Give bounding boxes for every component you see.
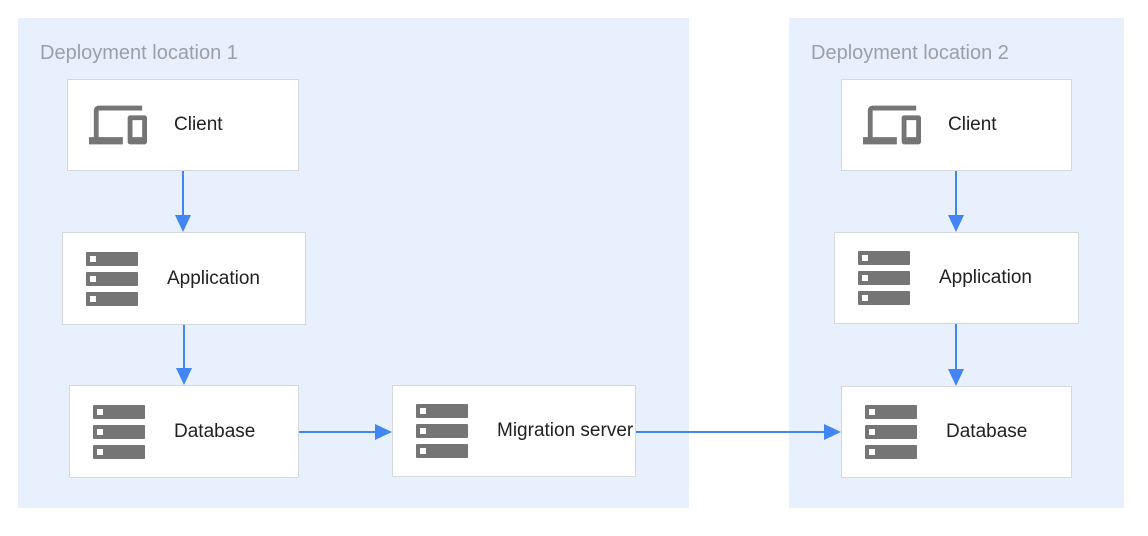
node-application-2: Application bbox=[834, 232, 1079, 324]
arrow-application2-to-database2 bbox=[948, 324, 964, 386]
node-migration-server: Migration server bbox=[392, 385, 636, 477]
deployment-location-1-label: Deployment location 1 bbox=[40, 42, 238, 64]
arrow-migration-server-to-database2 bbox=[636, 424, 841, 440]
server-stack-icon bbox=[863, 405, 919, 459]
node-label: Application bbox=[167, 267, 260, 289]
arrowhead-right-icon bbox=[375, 424, 392, 440]
devices-icon bbox=[89, 96, 147, 154]
arrow-application1-to-database1 bbox=[176, 325, 192, 385]
node-label: Client bbox=[948, 114, 997, 136]
deployment-location-2-label: Deployment location 2 bbox=[811, 42, 1009, 64]
server-stack-icon bbox=[91, 404, 147, 459]
node-label: Database bbox=[946, 421, 1028, 443]
server-stack-icon bbox=[84, 251, 140, 306]
node-database-1: Database bbox=[69, 385, 299, 478]
devices-icon bbox=[863, 96, 921, 154]
arrow-shaft bbox=[955, 324, 957, 370]
arrow-shaft bbox=[299, 431, 376, 433]
arrowhead-down-icon bbox=[948, 215, 964, 232]
node-client-2: Client bbox=[841, 79, 1072, 171]
arrow-shaft bbox=[955, 171, 957, 216]
node-database-2: Database bbox=[841, 386, 1072, 478]
node-application-1: Application bbox=[62, 232, 306, 325]
arrowhead-down-icon bbox=[175, 215, 191, 232]
arrow-client2-to-application2 bbox=[948, 171, 964, 232]
node-label: Migration server bbox=[497, 420, 634, 442]
arrow-database1-to-migration-server bbox=[299, 424, 392, 440]
arrowhead-down-icon bbox=[948, 369, 964, 386]
arrowhead-down-icon bbox=[176, 368, 192, 385]
server-stack-icon bbox=[414, 404, 470, 458]
arrow-shaft bbox=[182, 171, 184, 216]
server-stack-icon bbox=[856, 251, 912, 305]
arrowhead-right-icon bbox=[824, 424, 841, 440]
arrow-shaft bbox=[183, 325, 185, 369]
node-client-1: Client bbox=[67, 79, 299, 171]
node-label: Client bbox=[174, 114, 223, 136]
node-label: Application bbox=[939, 267, 1032, 289]
arrow-client1-to-application1 bbox=[175, 171, 191, 232]
node-label: Database bbox=[174, 420, 256, 442]
arrow-shaft bbox=[636, 431, 825, 433]
